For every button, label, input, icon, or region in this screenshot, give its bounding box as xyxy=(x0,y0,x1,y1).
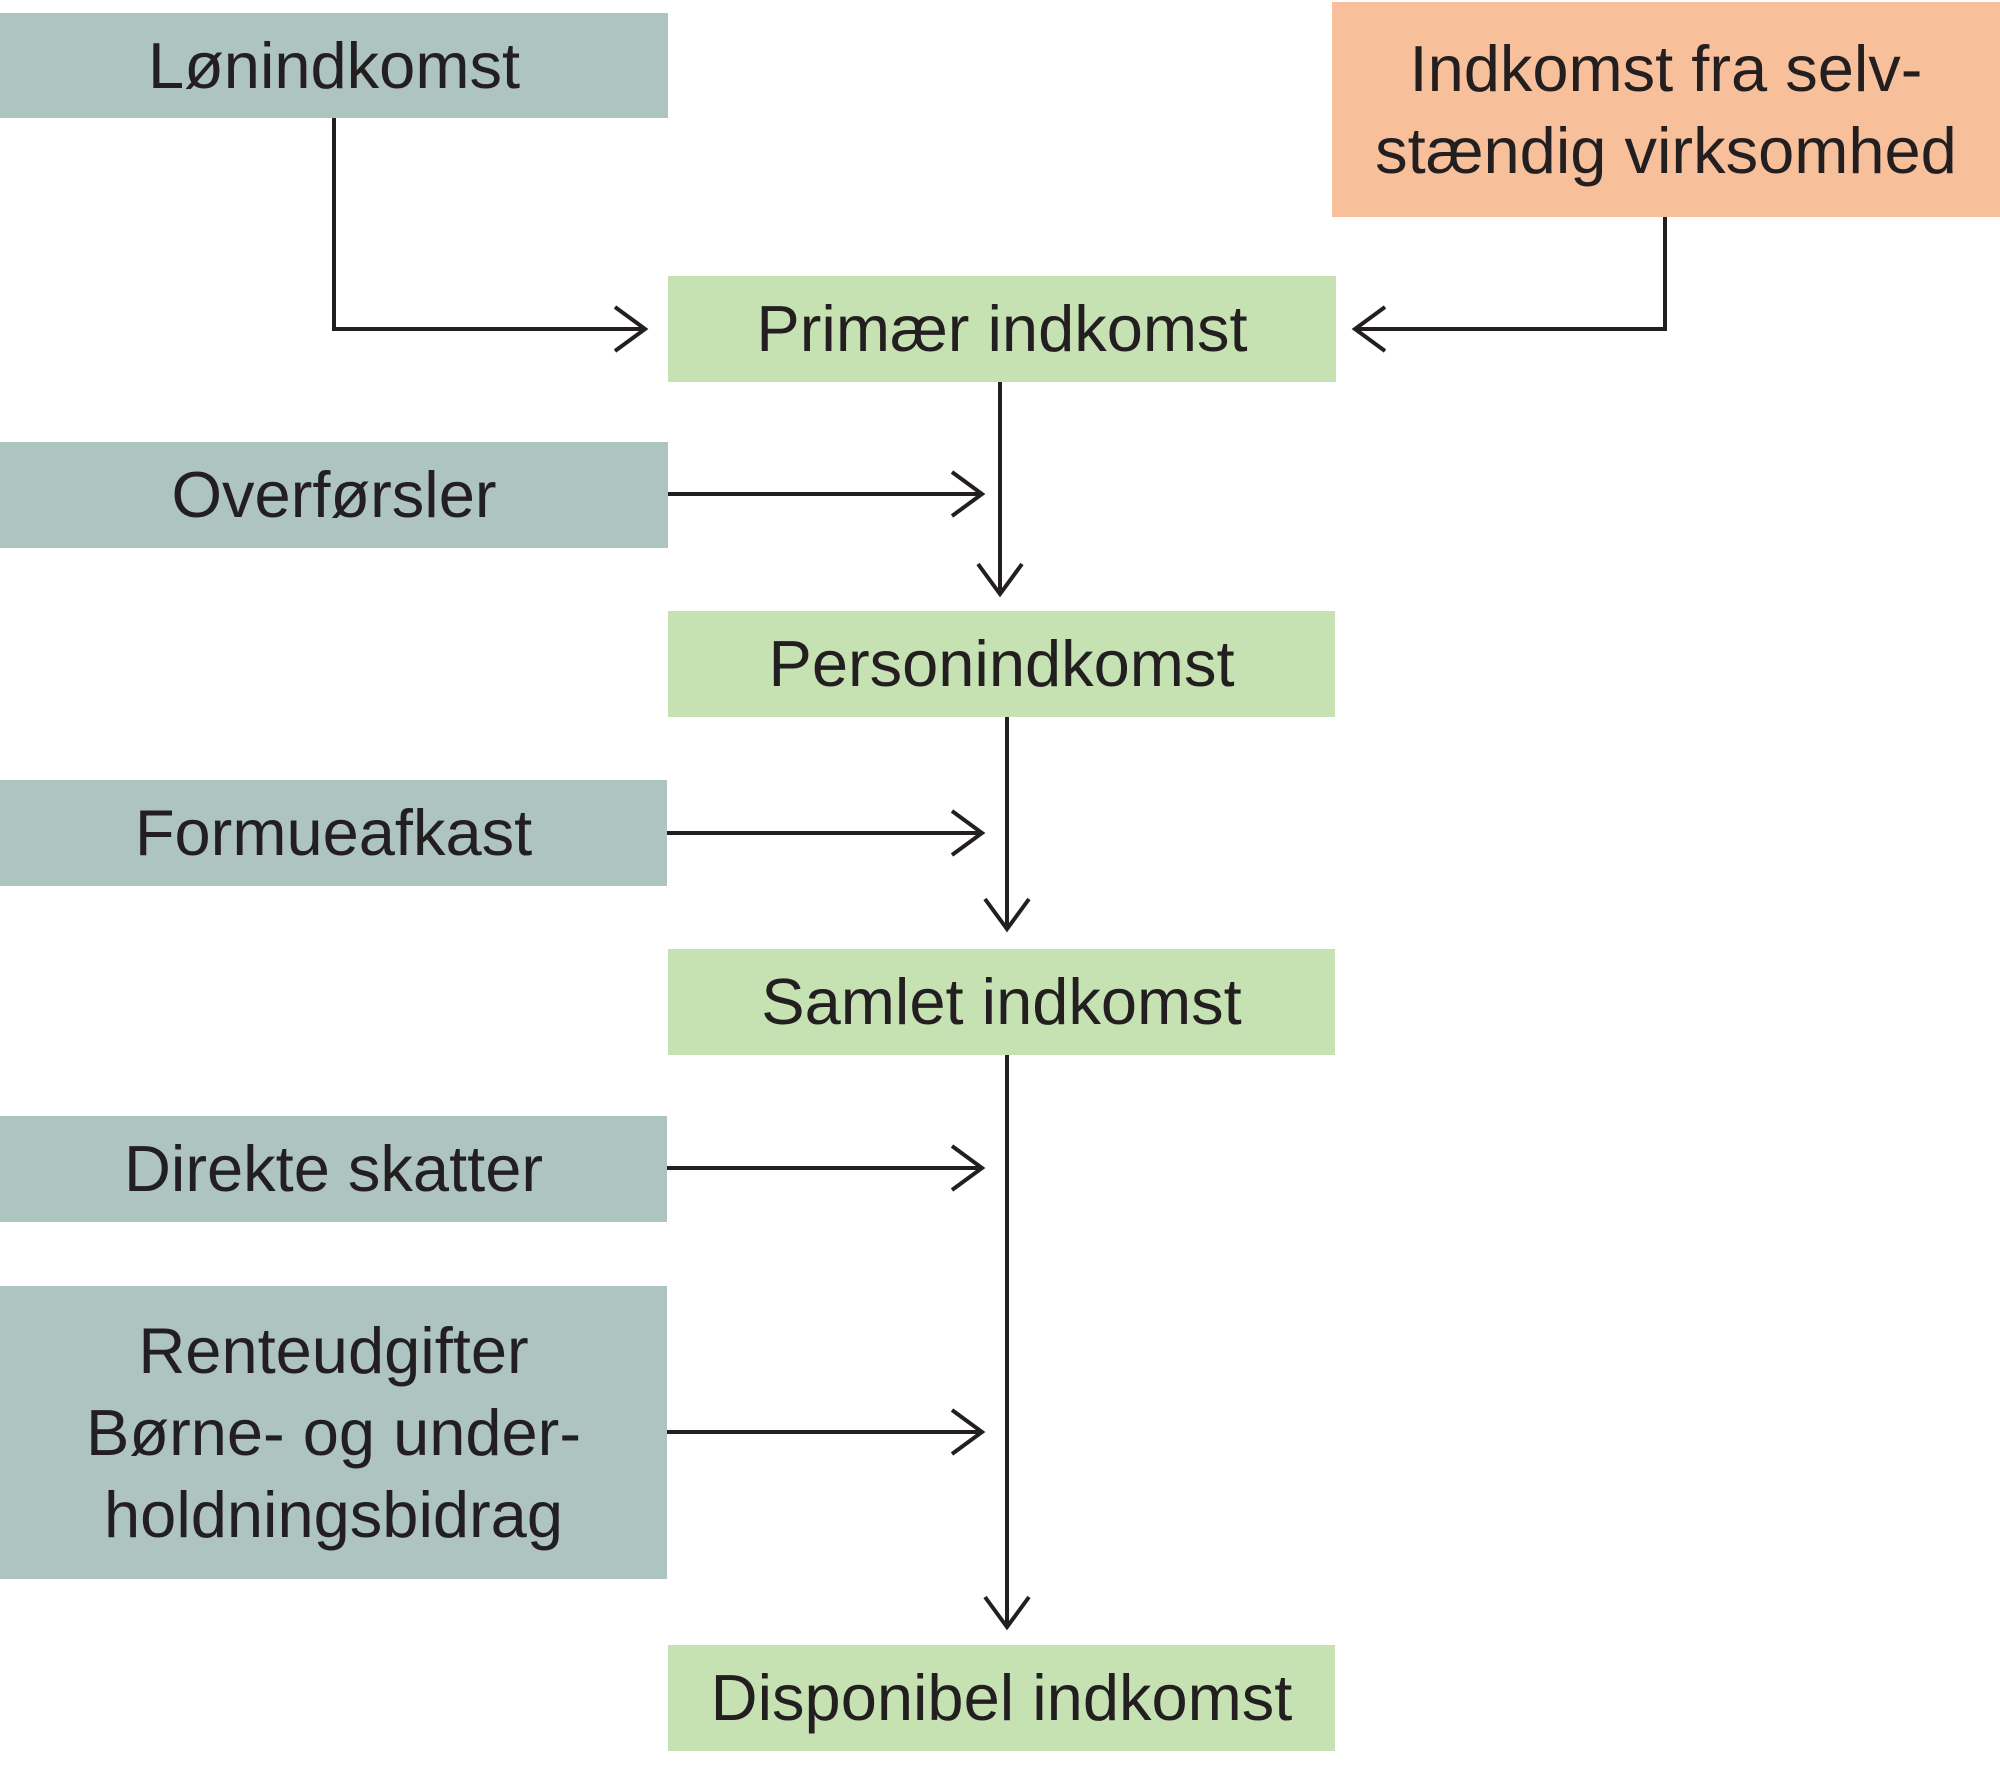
personal-income-label: Personindkomst xyxy=(768,627,1235,700)
total-income-label: Samlet indkomst xyxy=(761,965,1242,1038)
deductions-label-line-1: Renteudgifter xyxy=(138,1313,529,1387)
arrowhead-primary-to-personal xyxy=(976,562,1024,598)
arrowhead-direct-taxes xyxy=(950,1144,986,1192)
arrowhead-wage-to-primary xyxy=(613,305,649,353)
disposable-income-label: Disponibel indkomst xyxy=(710,1661,1293,1734)
wage-income-box: Lønindkomst xyxy=(0,13,668,118)
business-income-box: Indkomst fra selv- stændig virksomhed xyxy=(1332,2,2000,217)
arrowhead-capital xyxy=(950,809,986,857)
business-income-label-line-1: Indkomst fra selv- xyxy=(1409,31,1923,105)
arrowhead-deductions xyxy=(950,1408,986,1456)
deductions-box: Renteudgifter Børne- og under- holdnings… xyxy=(0,1286,667,1579)
arrowhead-transfers xyxy=(950,470,986,518)
deductions-label-line-2: Børne- og under- xyxy=(86,1395,581,1469)
total-income-box: Samlet indkomst xyxy=(668,949,1335,1055)
arrowhead-business-to-primary xyxy=(1351,305,1387,353)
deductions-label-line-3: holdningsbidrag xyxy=(104,1477,563,1551)
personal-income-box: Personindkomst xyxy=(668,611,1335,717)
arrowhead-total-to-disposable xyxy=(983,1595,1031,1631)
business-income-label-line-2: stændig virksomhed xyxy=(1375,113,1957,187)
arrowhead-personal-to-total xyxy=(983,897,1031,933)
transfers-box: Overførsler xyxy=(0,442,668,548)
disposable-income-box: Disponibel indkomst xyxy=(668,1645,1335,1751)
capital-income-label: Formueafkast xyxy=(134,796,533,869)
transfers-label: Overførsler xyxy=(171,458,497,531)
primary-income-label: Primær indkomst xyxy=(756,292,1248,365)
direct-taxes-label: Direkte skatter xyxy=(123,1132,543,1205)
direct-taxes-box: Direkte skatter xyxy=(0,1116,667,1222)
arrow-business-to-primary xyxy=(1355,217,1667,331)
primary-income-box: Primær indkomst xyxy=(668,276,1336,382)
capital-income-box: Formueafkast xyxy=(0,780,667,886)
arrow-wage-to-primary xyxy=(332,118,645,331)
wage-income-label: Lønindkomst xyxy=(147,28,521,102)
